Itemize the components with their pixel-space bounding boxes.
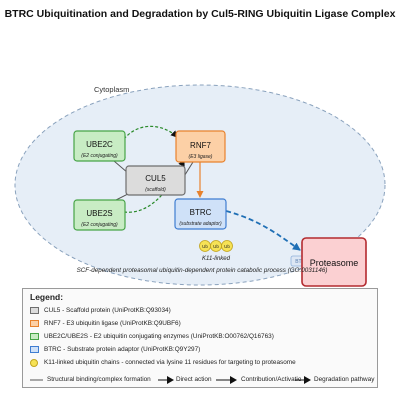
node-ube2c-label: UBE2C <box>86 140 113 149</box>
legend-arrow-row: Structural binding/complex formation Dir… <box>30 375 375 385</box>
node-rnf7[interactable] <box>175 130 226 163</box>
node-proteasome[interactable] <box>301 237 367 287</box>
node-ube2c-sublabel: (E2 conjugating) <box>81 153 118 159</box>
legend-box: Legend: CUL5 - Scaffold protein (UniProt… <box>22 288 378 388</box>
node-btrc[interactable] <box>174 198 227 230</box>
node-cul5-label: CUL5 <box>145 174 166 183</box>
legend-arrow-structural-label: Structural binding/complex formation <box>47 376 151 383</box>
node-btrc-sublabel: (substrate adaptor) <box>179 221 222 227</box>
cytoplasm-label: Cytoplasm <box>94 85 129 94</box>
node-proteasome-label: Proteasome <box>310 258 359 268</box>
node-ube2s-sublabel: (E2 conjugating) <box>81 222 118 228</box>
edge-ube2s-rnf7 <box>123 159 185 213</box>
ubiquitin-bead-2-label: Ub <box>213 244 219 249</box>
node-btrc-label: BTRC <box>190 208 212 217</box>
diagram-title: BTRC Ubiquitination and Degradation by C… <box>4 8 396 20</box>
node-ube2s[interactable] <box>73 199 126 231</box>
node-ube2c[interactable] <box>73 130 126 162</box>
legend-swatch-rnf7 <box>30 320 39 327</box>
edge-btrc-proteasome <box>225 210 301 251</box>
legend-swatch-ubiquitin <box>30 359 38 367</box>
pathway-diagram: Cytoplasm UBE2C (E2 conjugating) UBE2S (… <box>14 84 386 287</box>
legend-text-e2: UBE2C/UBE2S - E2 ubiquitin conjugating e… <box>44 333 274 340</box>
node-cul5[interactable] <box>125 165 186 196</box>
legend-swatch-e2 <box>30 333 39 340</box>
legend-text-rnf7: RNF7 - E3 ubiquitin ligase (UniProtKB:Q9… <box>44 320 181 327</box>
legend-arrow-activation-icon <box>216 376 237 384</box>
node-ube2s-label: UBE2S <box>86 209 112 218</box>
ubiquitin-bead-1-label: Ub <box>202 244 208 249</box>
legend-arrow-degradation-icon <box>295 376 311 384</box>
edge-ube2c-rnf7 <box>123 125 178 140</box>
ubiquitin-chain: Ub Ub Ub <box>199 240 233 252</box>
legend-swatch-btrc <box>30 346 39 353</box>
node-cul5-sublabel: (scaffold) <box>145 187 166 193</box>
legend-arrow-direct-label: Direct action <box>176 376 212 383</box>
ubiquitin-linkage-label: K11-linked <box>202 256 231 262</box>
ubiquitin-bead-3-label: Ub <box>224 244 230 249</box>
legend-text-cul5: CUL5 - Scaffold protein (UniProtKB:Q9303… <box>44 307 171 314</box>
node-rnf7-label: RNF7 <box>190 141 211 150</box>
legend-arrow-activation-label: Contribution/Activation <box>241 376 301 383</box>
ubiquitin-bead-3 <box>221 240 233 252</box>
legend-arrow-structural-icon <box>30 379 43 381</box>
process-label: SCF-dependent proteasomal ubiquitin-depe… <box>77 267 328 274</box>
node-rnf7-sublabel: (E3 ligase) <box>189 154 213 160</box>
legend-text-ubiquitin: K11-linked ubiquitin chains - connected … <box>44 359 296 366</box>
legend-arrow-direct-icon <box>158 376 174 384</box>
legend-text-btrc: BTRC - Substrate protein adaptor (UniPro… <box>44 346 201 353</box>
legend-swatch-cul5 <box>30 307 39 314</box>
legend-arrow-degradation-label: Degradation pathway <box>314 376 375 383</box>
legend-title: Legend: <box>30 292 64 302</box>
